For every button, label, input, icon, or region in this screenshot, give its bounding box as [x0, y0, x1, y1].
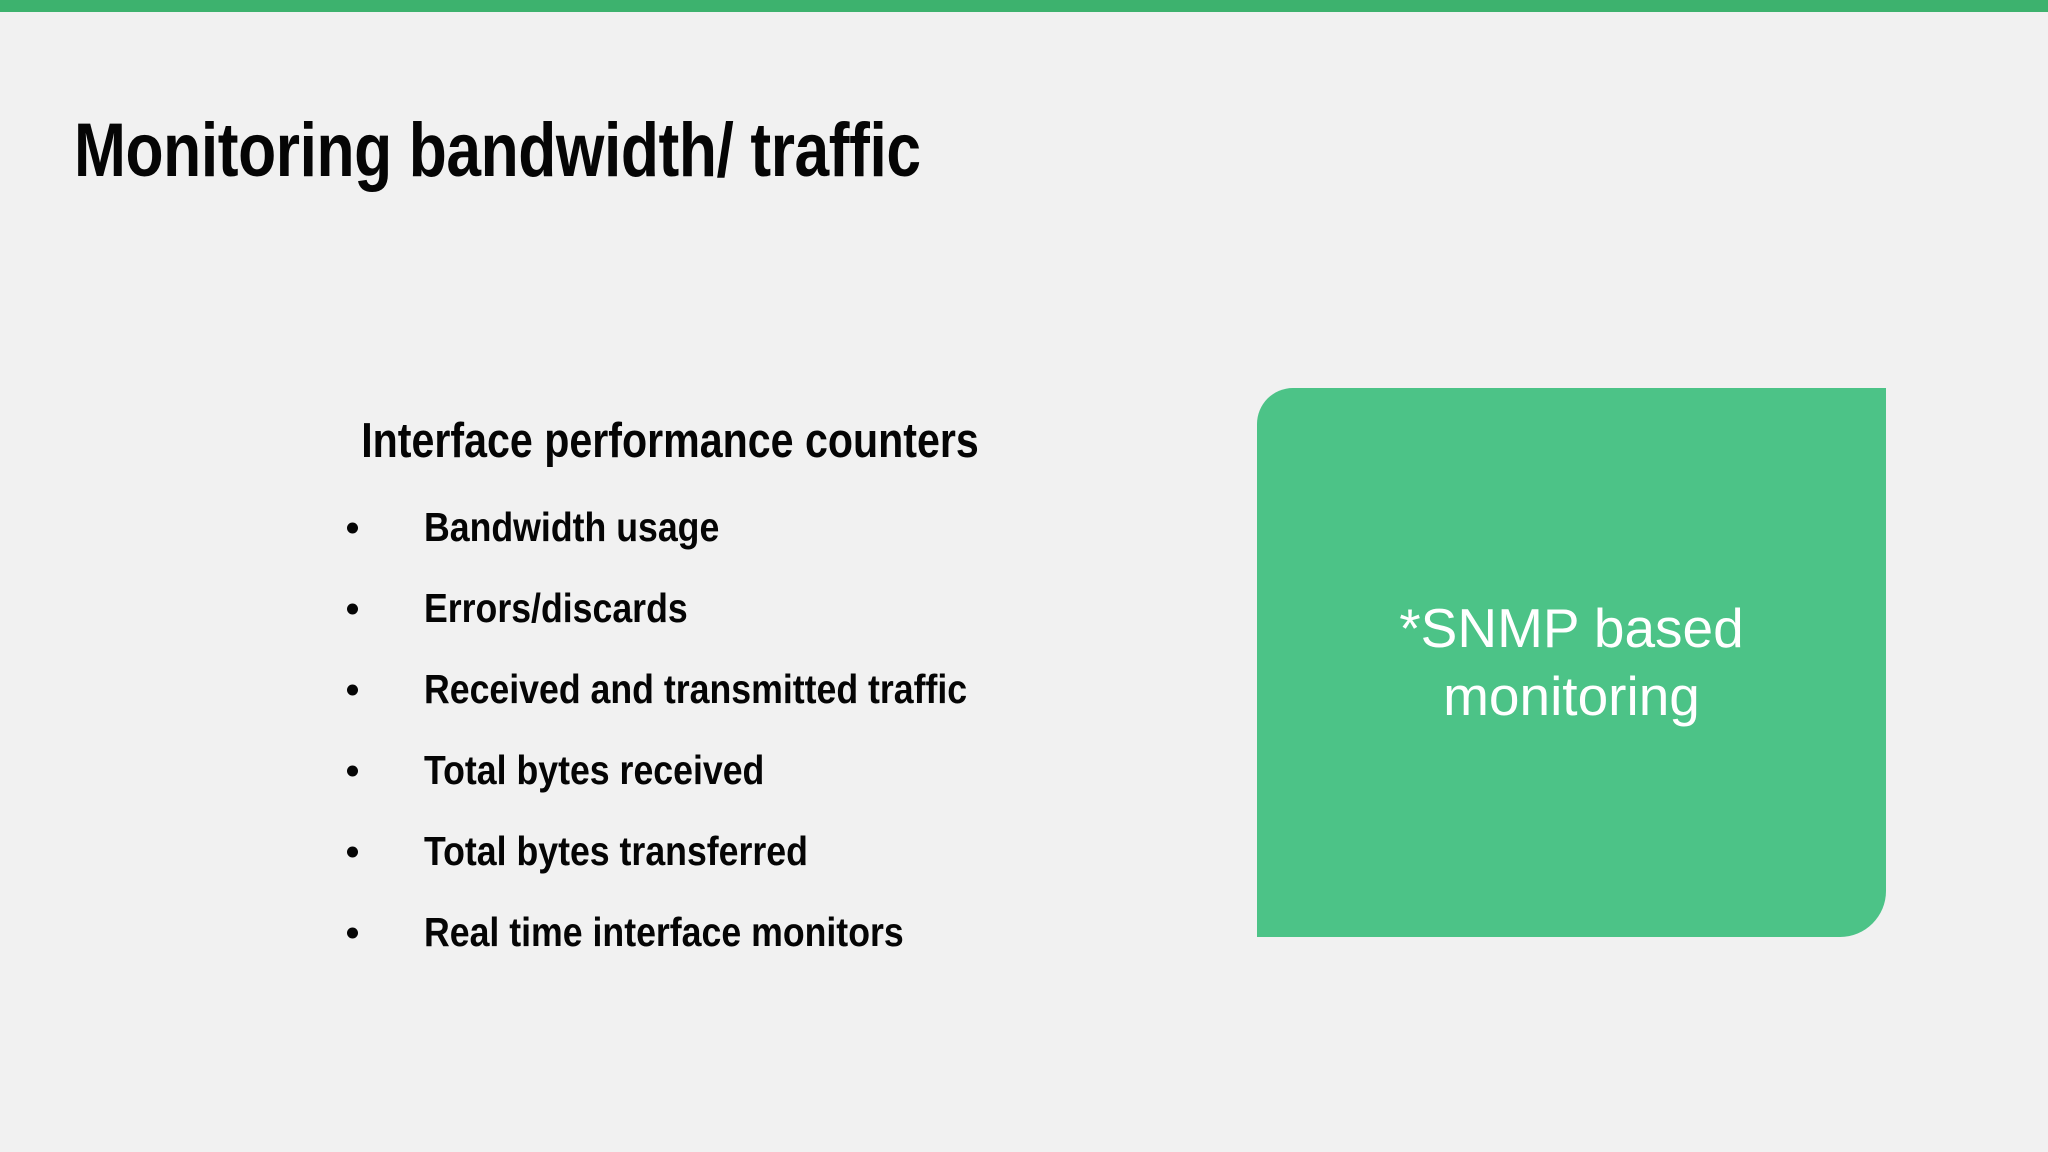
list-item: Bandwidth usage — [340, 487, 1160, 568]
list-item: Total bytes received — [340, 730, 1160, 811]
bullet-icon — [347, 684, 358, 695]
list-item-label: Errors/discards — [424, 585, 688, 631]
list-item: Total bytes transferred — [340, 811, 1160, 892]
list-item: Received and transmitted traffic — [340, 649, 1160, 730]
list-item-label: Total bytes received — [424, 747, 765, 793]
list-item-label: Total bytes transferred — [424, 828, 808, 874]
list-item: Real time interface monitors — [340, 892, 1160, 973]
snmp-callout-card: *SNMP based monitoring — [1257, 388, 1886, 937]
list-item-label: Bandwidth usage — [424, 504, 720, 550]
bullet-icon — [347, 927, 358, 938]
list-item-label: Received and transmitted traffic — [424, 666, 968, 712]
counters-heading: Interface performance counters — [361, 413, 979, 468]
bullet-icon — [347, 522, 358, 533]
bullet-icon — [347, 846, 358, 857]
list-item: Errors/discards — [340, 568, 1160, 649]
counters-section: Interface performance counters Bandwidth… — [340, 413, 1160, 973]
snmp-callout-text: *SNMP based monitoring — [1399, 597, 1744, 727]
list-item-label: Real time interface monitors — [424, 909, 904, 955]
bullet-icon — [347, 603, 358, 614]
counters-list: Bandwidth usage Errors/discards Received… — [340, 487, 1160, 973]
top-accent-bar — [0, 0, 2048, 12]
page-title: Monitoring bandwidth/ traffic — [74, 107, 921, 193]
bullet-icon — [347, 765, 358, 776]
